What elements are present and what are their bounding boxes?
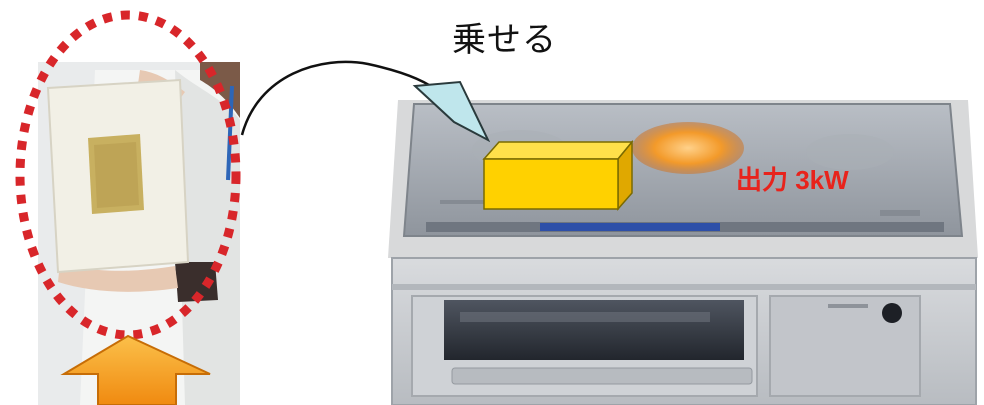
grill-window <box>444 300 744 360</box>
place-on-label: 乗せる <box>452 20 557 60</box>
output-power-label: 出力 3kW <box>736 165 849 195</box>
callout-arrow <box>412 80 491 143</box>
power-knob <box>882 303 902 323</box>
person-holding-panel-photo <box>38 62 240 405</box>
heat-zone <box>632 122 744 174</box>
ih-cooktop-illustration <box>388 100 978 405</box>
curved-connector <box>240 60 441 136</box>
up-arrow-icon <box>60 334 211 405</box>
drawer-handle <box>451 367 753 385</box>
yellow-block-icon <box>482 139 634 211</box>
highlight-dotted-ellipse <box>15 10 241 340</box>
